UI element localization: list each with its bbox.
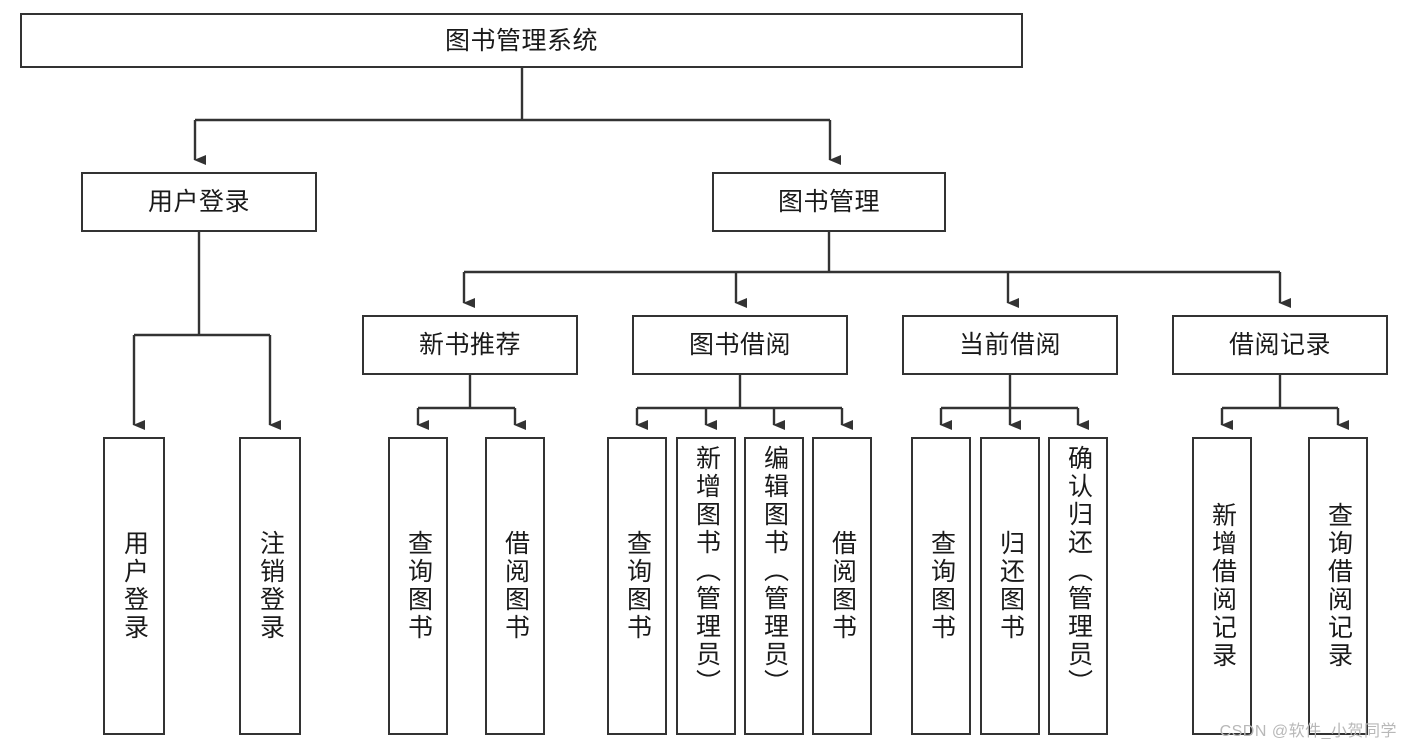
leaf-new-book-query-book[interactable]: 查询图书 — [388, 437, 448, 735]
node-label: 确认归还（管理员） — [1064, 445, 1093, 697]
leaf-records-query-record[interactable]: 查询借阅记录 — [1308, 437, 1368, 735]
node-label: 借阅记录 — [1228, 331, 1331, 359]
node-label: 查询图书 — [404, 530, 433, 642]
leaf-new-book-borrow-book[interactable]: 借阅图书 — [485, 437, 545, 735]
node-user-login[interactable]: 用户登录 — [81, 172, 317, 232]
node-label: 图书管理系统 — [444, 26, 598, 55]
node-label: 查询借阅记录 — [1324, 502, 1353, 670]
node-label: 新增图书（管理员） — [692, 445, 721, 697]
node-label: 当前借阅 — [958, 331, 1061, 359]
node-label: 用户登录 — [120, 530, 149, 642]
node-current-borrow[interactable]: 当前借阅 — [902, 315, 1118, 375]
node-new-book-recommend[interactable]: 新书推荐 — [362, 315, 578, 375]
node-label: 注销登录 — [256, 530, 285, 642]
node-label: 查询图书 — [623, 530, 652, 642]
node-book-borrow[interactable]: 图书借阅 — [632, 315, 848, 375]
leaf-current-return-book[interactable]: 归还图书 — [980, 437, 1040, 735]
node-root-book-management-system[interactable]: 图书管理系统 — [20, 13, 1023, 68]
node-label: 归还图书 — [996, 530, 1025, 642]
csdn-watermark: CSDN @软件_小贺同学 — [1219, 723, 1397, 740]
leaf-borrow-query-book[interactable]: 查询图书 — [607, 437, 667, 735]
node-label: 借阅图书 — [828, 530, 857, 642]
leaf-borrow-borrow-book[interactable]: 借阅图书 — [812, 437, 872, 735]
node-label: 借阅图书 — [501, 530, 530, 642]
leaf-current-query-book[interactable]: 查询图书 — [911, 437, 971, 735]
node-label: 图书管理 — [777, 188, 880, 216]
leaf-borrow-add-book-admin[interactable]: 新增图书（管理员） — [676, 437, 736, 735]
node-borrow-records[interactable]: 借阅记录 — [1172, 315, 1388, 375]
node-book-management[interactable]: 图书管理 — [712, 172, 946, 232]
leaf-user-login-logout[interactable]: 注销登录 — [239, 437, 301, 735]
node-label: 查询图书 — [927, 530, 956, 642]
node-label: 新书推荐 — [418, 331, 521, 359]
node-label: 新增借阅记录 — [1208, 502, 1237, 670]
leaf-borrow-edit-book-admin[interactable]: 编辑图书（管理员） — [744, 437, 804, 735]
leaf-current-confirm-return-admin[interactable]: 确认归还（管理员） — [1048, 437, 1108, 735]
leaf-user-login-login[interactable]: 用户登录 — [103, 437, 165, 735]
leaf-records-add-record[interactable]: 新增借阅记录 — [1192, 437, 1252, 735]
node-label: 编辑图书（管理员） — [760, 445, 789, 697]
node-label: 用户登录 — [147, 188, 250, 216]
node-label: 图书借阅 — [688, 331, 791, 359]
